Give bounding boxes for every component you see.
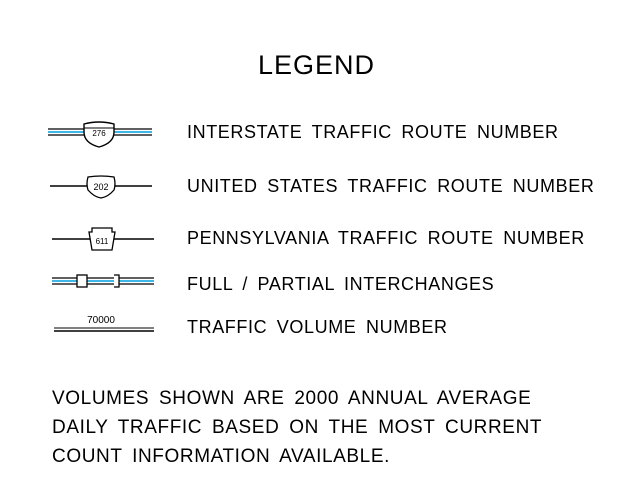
partial-interchange-icon <box>114 274 120 288</box>
interchange-label: FULL / PARTIAL INTERCHANGES <box>187 274 495 294</box>
legend-row-interchanges: FULL / PARTIAL INTERCHANGES <box>0 268 633 298</box>
interstate-shield-number: 276 <box>92 129 106 138</box>
note-line: COUNT INFORMATION AVAILABLE. <box>52 446 391 467</box>
legend-row-us-route: 202 UNITED STATES TRAFFIC ROUTE NUMBER <box>0 170 633 200</box>
keystone-shield-icon <box>88 227 116 251</box>
note-line: VOLUMES SHOWN ARE 2000 ANNUAL AVERAGE <box>52 388 532 409</box>
us-route-label: UNITED STATES TRAFFIC ROUTE NUMBER <box>187 176 595 196</box>
pa-route-label: PENNSYLVANIA TRAFFIC ROUTE NUMBER <box>187 228 585 248</box>
legend-row-volume: 70000 TRAFFIC VOLUME NUMBER <box>0 312 633 342</box>
note-line: DAILY TRAFFIC BASED ON THE MOST CURRENT <box>52 417 543 438</box>
full-interchange-icon <box>76 274 88 288</box>
interstate-label: INTERSTATE TRAFFIC ROUTE NUMBER <box>187 122 559 142</box>
us-route-symbol: 202 <box>50 175 152 199</box>
interchange-symbol <box>52 274 154 288</box>
volume-symbol: 70000 <box>54 315 154 332</box>
volume-number: 70000 <box>87 315 115 326</box>
volume-label: TRAFFIC VOLUME NUMBER <box>187 317 448 337</box>
volume-note: VOLUMES SHOWN ARE 2000 ANNUAL AVERAGE DA… <box>52 384 542 471</box>
interstate-symbol: 276 <box>48 121 152 148</box>
us-shield-icon <box>86 175 116 199</box>
us-shield-number: 202 <box>93 182 108 192</box>
pa-route-symbol: 611 <box>52 227 154 251</box>
legend-row-interstate: 276 INTERSTATE TRAFFIC ROUTE NUMBER <box>0 116 633 148</box>
legend-title: LEGEND <box>257 50 376 80</box>
legend-row-pa-route: 611 PENNSYLVANIA TRAFFIC ROUTE NUMBER <box>0 222 633 252</box>
keystone-shield-number: 611 <box>96 237 109 246</box>
